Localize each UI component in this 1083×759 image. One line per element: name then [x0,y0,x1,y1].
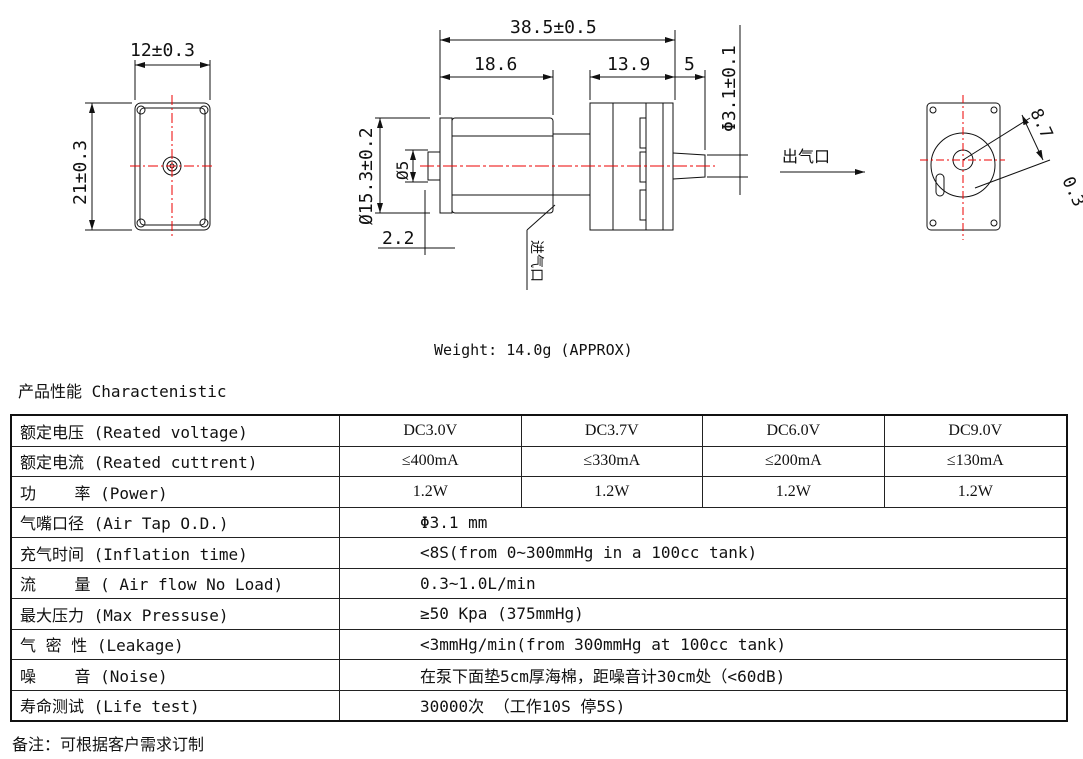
cell: 1.2W [520,476,704,508]
cell: 1.2W [339,476,522,508]
cell: Φ3.1 mm [339,506,1068,538]
dim-height: 21±0.3 [70,140,91,205]
dim-nozzle-dia: Φ3.1±0.1 [719,45,740,132]
cell: <3mmHg/min(from 300mmHg at 100cc tank) [339,628,1068,660]
dim-overall-length: 38.5±0.5 [510,17,597,38]
technical-drawing: 12±0.3 21±0.3 38.5±0.5 18.6 13.9 5 Φ3.1±… [70,17,1083,290]
outlet-label: 出气口 [782,147,830,166]
table-row: 充气时间 (Inflation time)<8S(from 0~300mmHg … [10,537,1068,569]
cell: ≤400mA [339,445,522,477]
row-label: 额定电压 (Reated voltage) [10,414,340,447]
dim-motor-length: 18.6 [474,54,517,75]
row-label: 功 率 (Power) [10,476,340,508]
cell: ≤330mA [520,445,704,477]
dim-flange: 2.2 [382,228,415,249]
inlet-label: 进气口 [528,240,544,282]
dim-rear-a: 8.7 [1025,106,1056,142]
dim-shaft-dia: Ø5 [393,161,412,180]
weight-label: Weight: 14.0g (APPROX) [434,341,633,359]
table-row: 气嘴口径 (Air Tap O.D.)Φ3.1 mm [10,506,1068,538]
cell: 在泵下面垫5cm厚海棉，距噪音计30cm处（<60dB) [339,659,1068,691]
cell: 1.2W [702,476,885,508]
dim-body-dia: Ø15.3±0.2 [356,127,377,225]
cell: <8S(from 0~300mmHg in a 100cc tank) [339,537,1068,569]
row-label: 流 量 ( Air flow No Load) [10,567,340,599]
cell: DC3.0V [339,414,522,447]
table-row: 流 量 ( Air flow No Load)0.3~1.0L/min [10,567,1068,599]
table-row: 功 率 (Power) 1.2W 1.2W 1.2W 1.2W [10,476,1068,508]
table-row: 额定电压 (Reated voltage) DC3.0V DC3.7V DC6.… [10,414,1068,447]
row-label: 额定电流 (Reated cuttrent) [10,445,340,477]
rear-view [920,95,1051,240]
cell: 0.3~1.0L/min [339,567,1068,599]
cell: ≤130mA [883,445,1068,477]
table-row: 气 密 性 (Leakage)<3mmHg/min(from 300mmHg a… [10,628,1068,660]
row-label: 充气时间 (Inflation time) [10,537,340,569]
spec-table: 额定电压 (Reated voltage) DC3.0V DC3.7V DC6.… [10,414,1068,722]
cell: ≤200mA [702,445,885,477]
remark-note: 备注：可根据客户需求订制 [12,735,205,754]
dim-nozzle-length: 5 [684,54,695,75]
dim-rear-b: 0.3 [1057,174,1083,210]
cell: DC6.0V [702,414,885,447]
cell: 30000次 （工作10S 停5S) [339,689,1068,722]
row-label: 噪 音 (Noise) [10,659,340,691]
row-label: 寿命测试 (Life test) [10,689,340,722]
table-row: 最大压力 (Max Pressuse)≥50 Kpa (375mmHg) [10,598,1068,630]
cell: 1.2W [883,476,1068,508]
row-label: 气嘴口径 (Air Tap O.D.) [10,506,340,538]
side-view [375,25,865,290]
cell: ≥50 Kpa (375mmHg) [339,598,1068,630]
row-label: 气 密 性 (Leakage) [10,628,340,660]
table-row: 噪 音 (Noise)在泵下面垫5cm厚海棉，距噪音计30cm处（<60dB) [10,659,1068,691]
front-view [85,60,215,238]
row-label: 最大压力 (Max Pressuse) [10,598,340,630]
table-row: 额定电流 (Reated cuttrent) ≤400mA ≤330mA ≤20… [10,445,1068,477]
cell: DC3.7V [520,414,704,447]
table-row: 寿命测试 (Life test)30000次 （工作10S 停5S) [10,689,1068,722]
dim-pump-length: 13.9 [607,54,650,75]
cell: DC9.0V [883,414,1068,447]
dim-width: 12±0.3 [130,40,195,61]
section-title: 产品性能 Charactenistic [18,382,227,401]
